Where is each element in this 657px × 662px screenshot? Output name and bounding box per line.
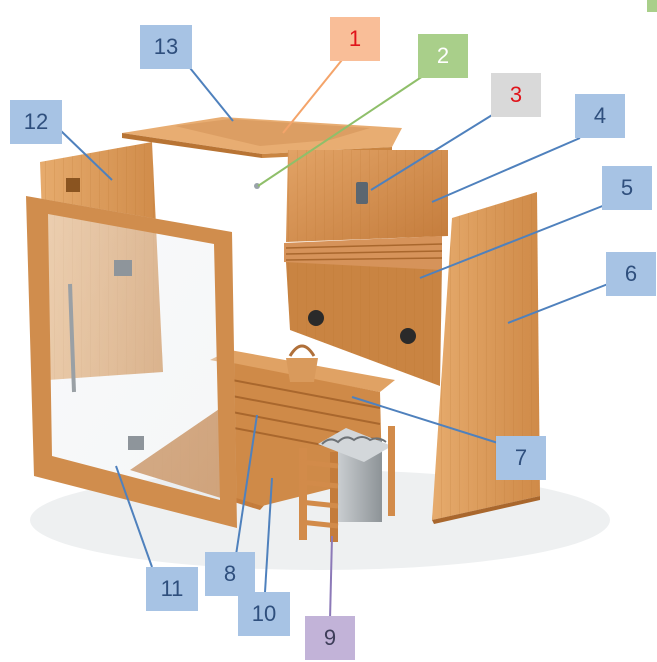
hinge-bottom [128, 436, 144, 450]
leader-1 [283, 50, 350, 133]
callout-11: 11 [146, 567, 198, 611]
callout-4: 4 [575, 94, 625, 138]
callout-13: 13 [140, 25, 192, 69]
speaker-right [400, 328, 416, 344]
sauna-bucket [286, 358, 318, 382]
callout-6: 6 [606, 252, 656, 296]
callout-5: 5 [602, 166, 652, 210]
air-vent [66, 178, 80, 192]
callout-7: 7 [496, 436, 546, 480]
callout-9: 9 [305, 616, 355, 660]
leader-13 [190, 68, 233, 121]
callout-8: 8 [205, 552, 255, 596]
leader-4 [432, 138, 580, 202]
callout-3: 3 [491, 73, 541, 117]
glass-door [26, 196, 237, 528]
hinge-top [114, 260, 132, 276]
corner-tab [647, 0, 657, 12]
speaker-left [308, 310, 324, 326]
control-panel [356, 182, 368, 204]
callout-2: 2 [418, 34, 468, 78]
callout-10: 10 [238, 592, 290, 636]
callout-1: 1 [330, 17, 380, 61]
callout-12: 12 [10, 100, 62, 144]
